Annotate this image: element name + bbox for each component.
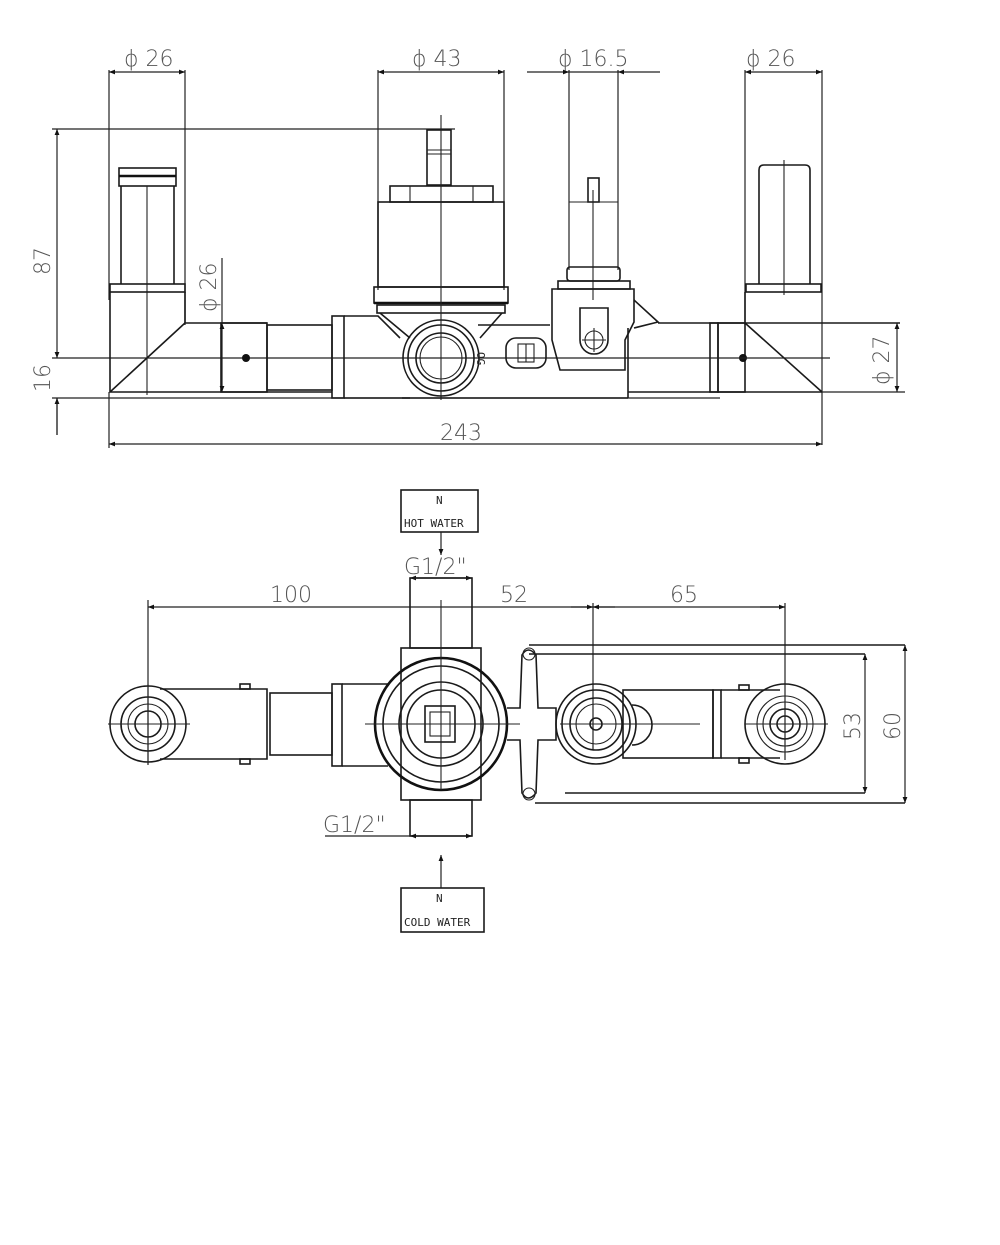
right-pipe	[628, 322, 900, 393]
svg-text:OG: OG	[474, 352, 487, 365]
dim-label: ϕ 26	[746, 47, 796, 72]
svg-text:N: N	[436, 892, 443, 905]
thread-top-label: G1/2"	[404, 555, 467, 580]
dim-vertical-right: 53 60	[841, 645, 908, 803]
dim-label: 87	[31, 247, 56, 275]
hot-water-label-box: N HOT WATER	[400, 489, 479, 555]
dim-right-pipe: ϕ 27	[822, 323, 905, 393]
left-flange	[331, 315, 345, 399]
dim-right-outlet: ϕ 26	[744, 47, 823, 445]
dim-cartridge: ϕ 43	[377, 47, 505, 290]
dim-diverter: ϕ 16.5	[527, 47, 660, 270]
thread-bottom-label: G1/2"	[323, 813, 386, 838]
diverter-top	[555, 683, 722, 765]
right-outlet-top	[721, 683, 828, 765]
dim-label: ϕ 26	[124, 47, 174, 72]
dim-label: ϕ 16.5	[558, 47, 629, 72]
cold-water-label-box: N COLD WATER	[400, 855, 485, 933]
dim-label: ϕ 26	[197, 263, 222, 313]
svg-text:COLD WATER: COLD WATER	[404, 916, 471, 929]
dim-label: 100	[270, 583, 312, 608]
front-view: ϕ 26 ϕ 43 ϕ 16.5 ϕ 26 87	[31, 47, 905, 448]
dim-label: 16	[31, 364, 56, 392]
mounting-bracket	[507, 644, 905, 804]
dim-label: 243	[440, 421, 482, 446]
right-outlet-riser	[744, 160, 822, 323]
central-body-top	[365, 577, 520, 837]
dim-label: ϕ 27	[870, 336, 895, 386]
top-view: N HOT WATER G1/2" 100 52 65	[108, 489, 908, 933]
dim-label: 65	[670, 583, 698, 608]
dim-label: ϕ 43	[412, 47, 462, 72]
svg-text:N: N	[436, 494, 443, 507]
dim-label: 53	[841, 712, 866, 740]
dim-label: 60	[881, 712, 906, 740]
thermostatic-cartridge	[373, 115, 509, 400]
left-outlet-top	[108, 683, 388, 767]
middle-coupler: OG	[474, 324, 628, 399]
dim-label: 52	[500, 583, 528, 608]
dim-side-inlet: ϕ 26	[197, 258, 225, 392]
left-outlet-riser	[109, 167, 332, 395]
dim-left-outlet: ϕ 26	[108, 47, 186, 325]
diverter-valve	[551, 177, 660, 398]
dim-width-total: 243	[108, 392, 822, 448]
svg-text:HOT WATER: HOT WATER	[404, 517, 464, 530]
dim-horizontal-chain: 100 52 65	[147, 583, 786, 765]
dim-height-total: 87	[31, 128, 455, 358]
